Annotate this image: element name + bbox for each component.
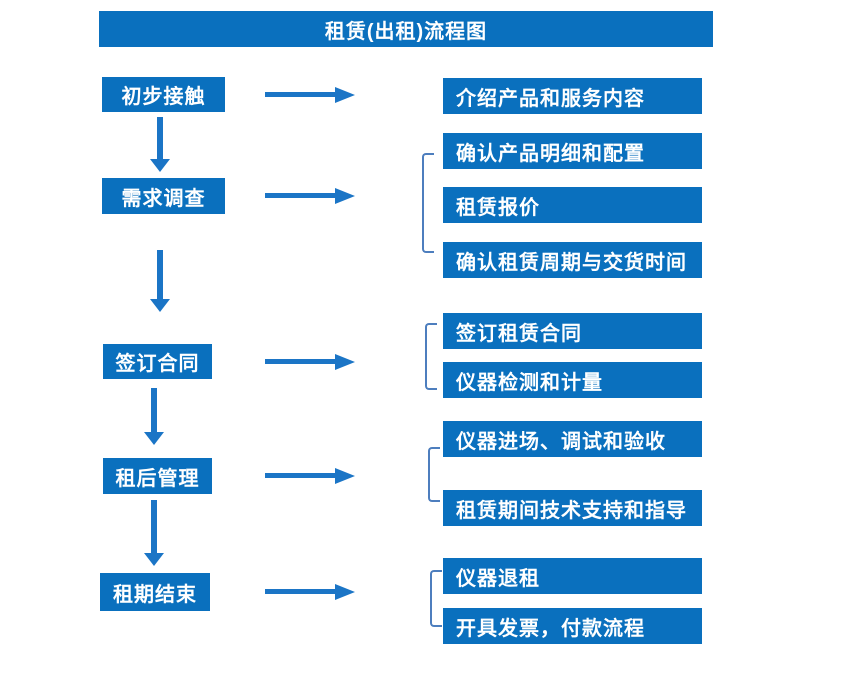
detail-box-instrument-testing: 仪器检测和计量 bbox=[443, 362, 702, 398]
down-arrow-icon bbox=[151, 388, 157, 432]
detail-box-rental-quotation: 租赁报价 bbox=[443, 187, 702, 223]
down-arrow-icon bbox=[157, 117, 163, 159]
right-arrow-icon bbox=[265, 473, 335, 478]
detail-box-invoice-payment: 开具发票，付款流程 bbox=[443, 608, 702, 644]
stage-box-demand-survey: 需求调查 bbox=[102, 178, 225, 214]
stage-box-sign-contract: 签订合同 bbox=[103, 344, 212, 379]
detail-box-instrument-return: 仪器退租 bbox=[443, 558, 702, 594]
detail-box-sign-rental-contract: 签订租赁合同 bbox=[443, 313, 702, 349]
group-bracket bbox=[425, 323, 437, 390]
detail-box-instrument-setup-acceptance: 仪器进场、调试和验收 bbox=[443, 421, 702, 457]
detail-box-introduce-products-services: 介绍产品和服务内容 bbox=[443, 78, 702, 114]
group-bracket bbox=[430, 570, 442, 627]
detail-box-confirm-product-details: 确认产品明细和配置 bbox=[443, 133, 702, 169]
right-arrow-icon bbox=[265, 359, 335, 364]
detail-box-confirm-period-delivery: 确认租赁周期与交货时间 bbox=[443, 242, 702, 278]
stage-box-rental-end: 租期结束 bbox=[100, 573, 210, 611]
right-arrow-icon bbox=[265, 589, 335, 594]
detail-box-technical-support: 租赁期间技术支持和指导 bbox=[443, 490, 702, 526]
down-arrow-icon bbox=[157, 250, 163, 299]
group-bracket bbox=[422, 153, 434, 253]
right-arrow-icon bbox=[265, 193, 335, 198]
group-bracket bbox=[428, 447, 440, 502]
down-arrow-icon bbox=[151, 500, 157, 553]
stage-box-post-rental-management: 租后管理 bbox=[103, 458, 212, 494]
stage-box-initial-contact: 初步接触 bbox=[102, 77, 225, 112]
right-arrow-icon bbox=[265, 92, 335, 97]
flowchart-title: 租赁(出租)流程图 bbox=[99, 11, 713, 47]
